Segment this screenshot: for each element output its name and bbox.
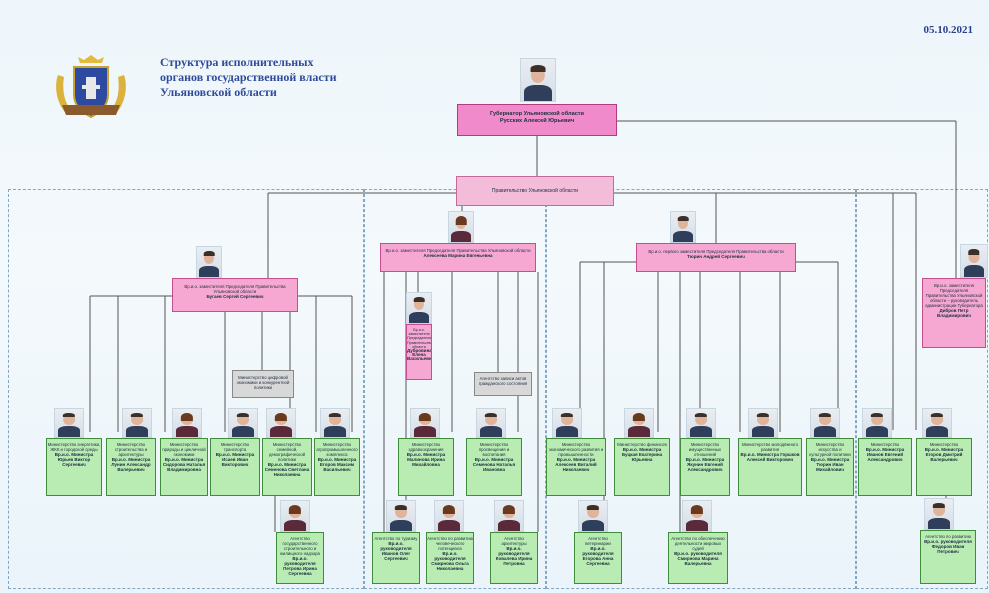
sub-deputy-photo: [406, 292, 432, 324]
deputy-1-box[interactable]: Вр.и.о. заместителя Председателя Правите…: [172, 278, 298, 312]
agency-7-photo: [924, 498, 954, 530]
minister-7-photo: [410, 408, 440, 438]
deputy-2-box[interactable]: Вр.и.о. заместителя Председателя Правите…: [380, 243, 536, 272]
deputy-2-photo: [448, 211, 474, 243]
minister-9-photo: [552, 408, 582, 438]
section-frame-4: [856, 189, 988, 589]
agency-6-photo: [682, 500, 712, 532]
grey-box-2[interactable]: Агентство записи актов гражданского сост…: [474, 372, 532, 396]
ministry-5-box[interactable]: Министерство семейной, демографической п…: [262, 438, 312, 496]
minister-3-photo: [172, 408, 202, 438]
governor-box[interactable]: Губернатор Ульяновской области Русских А…: [457, 104, 617, 136]
page-title: Структура исполнительных органов государ…: [160, 55, 337, 99]
deputy-3-box[interactable]: Вр.и.о. первого заместителя Председателя…: [636, 243, 796, 272]
ministry-1-box[interactable]: Министерство энергетики, ЖКК и городской…: [46, 438, 102, 496]
minister-6-photo: [320, 408, 350, 438]
deputy-4-box[interactable]: Вр.и.о. заместителя Председателя Правите…: [922, 278, 986, 348]
grey-box-1[interactable]: Министерство цифровой экономики и конкур…: [232, 370, 294, 398]
section-frame-2: [364, 189, 546, 589]
ministry-9-box[interactable]: Министерство экономического развития и п…: [546, 438, 606, 496]
sub-deputy-box[interactable]: Вр.и.о. заместителя Председателя Правите…: [406, 324, 432, 380]
ministry-2-box[interactable]: Министерство строительства и архитектуры…: [106, 438, 156, 496]
government-box[interactable]: Правительство Ульяновской области: [456, 176, 614, 206]
minister-15-photo: [922, 408, 952, 438]
agency-1-photo: [280, 500, 310, 532]
minister-13-photo: [810, 408, 840, 438]
agency-1-box[interactable]: Агентство государственного строительного…: [276, 532, 324, 584]
coat-of-arms-icon: [52, 55, 130, 121]
agency-5-photo: [578, 500, 608, 532]
deputy-4-photo: [960, 244, 988, 278]
minister-1-photo: [54, 408, 84, 438]
minister-12-photo: [748, 408, 778, 438]
agency-4-photo: [494, 500, 524, 532]
agency-6-box[interactable]: Агентство по обеспечению деятельности ми…: [668, 532, 728, 584]
agency-2-photo: [386, 500, 416, 532]
minister-5-photo: [266, 408, 296, 438]
date: 05.10.2021: [923, 24, 974, 36]
minister-10-photo: [624, 408, 654, 438]
section-frame-1: [8, 189, 364, 589]
agency-3-box[interactable]: Агентство по развитию человеческого поте…: [426, 532, 474, 584]
deputy-1-photo: [196, 246, 222, 278]
minister-11-photo: [686, 408, 716, 438]
governor-photo: [520, 58, 556, 102]
agency-3-photo: [434, 500, 464, 532]
minister-14-photo: [862, 408, 892, 438]
minister-2-photo: [122, 408, 152, 438]
ministry-6-box[interactable]: Министерство агропромышленного комплекса…: [314, 438, 360, 496]
ministry-13-box[interactable]: Министерство искусства и культурной поли…: [806, 438, 854, 496]
deputy-3-photo: [670, 211, 696, 243]
minister-4-photo: [228, 408, 258, 438]
ministry-3-box[interactable]: Министерство природы и цикличной экономи…: [160, 438, 208, 496]
section-frame-3: [546, 189, 856, 589]
minister-8-photo: [476, 408, 506, 438]
